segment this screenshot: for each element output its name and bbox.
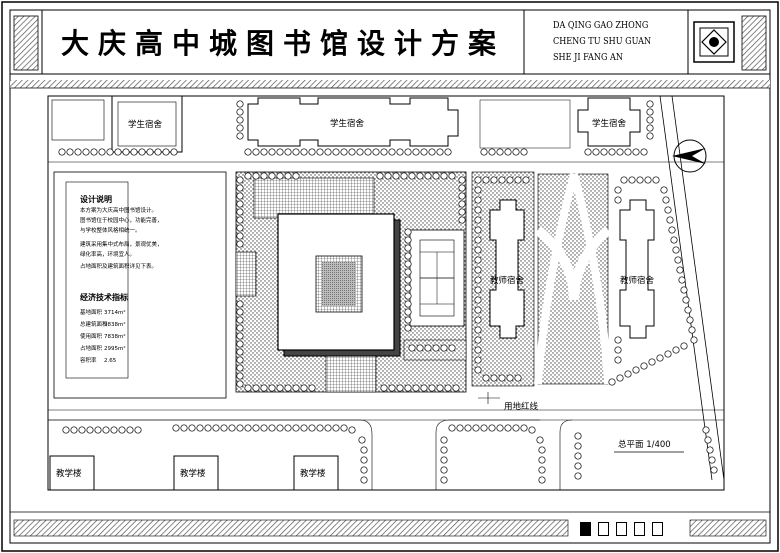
design-notes-line: 与学校整体风格相统一。	[80, 228, 141, 234]
econ-row-value: 2995m²	[104, 346, 126, 352]
label-dorm-mid: 学生宿舍	[330, 119, 365, 129]
design-notes-line: 占地面积及建筑面积详见下表。	[80, 264, 158, 270]
econ-row-value: 2.65	[104, 358, 117, 364]
pinyin-title: DA QING GAO ZHONG CHENG TU SHU GUAN SHE …	[553, 18, 670, 66]
label-scale: 总平面 1/400	[618, 440, 671, 450]
drawing-title: 大庆高中城图书馆设计方案	[60, 27, 505, 60]
econ-row-value: 3714m²	[104, 310, 126, 316]
label-teacher-dorm-left: 教师宿舍	[490, 276, 525, 286]
label-classroom-2: 教学楼	[180, 469, 206, 479]
econ-row-name: 容积率	[80, 358, 97, 364]
logo-icon	[693, 21, 735, 63]
label-dorm-left: 学生宿舍	[128, 120, 163, 130]
label-classroom-1: 教学楼	[56, 469, 82, 479]
design-notes-line: 建筑采用集中式布局，景观优美，	[80, 242, 163, 248]
design-notes-line: 图书馆位于校园中心，功能完善，	[80, 218, 163, 224]
label-dorm-right: 学生宿舍	[592, 119, 627, 129]
econ-title: 经济技术指标	[80, 293, 128, 302]
label-red-line: 用地红线	[504, 402, 539, 412]
pinyin-line-2: CHENG TU SHU GUAN	[553, 37, 652, 47]
design-notes-line: 绿化率高，环境宜人。	[80, 252, 136, 258]
tree-row-top	[58, 100, 654, 156]
page-box[interactable]	[616, 522, 627, 536]
econ-row-name: 基地面积	[80, 310, 103, 316]
econ-row-name: 使用面积	[80, 334, 103, 340]
pinyin-line-3: SHE JI FANG AN	[553, 53, 623, 63]
page-box-current[interactable]	[580, 522, 591, 536]
pinyin-line-1: DA QING GAO ZHONG	[553, 21, 649, 31]
drawing-title-cell: 大庆高中城图书馆设计方案	[42, 12, 524, 72]
page-box[interactable]	[652, 522, 663, 536]
econ-row-name: 总建筑面积	[80, 322, 108, 328]
econ-row-value: 7838m²	[104, 334, 126, 340]
econ-row-value: 9838m²	[104, 322, 126, 328]
econ-row-name: 占地面积	[80, 346, 103, 352]
label-classroom-3: 教学楼	[300, 469, 326, 479]
label-teacher-dorm-right: 教师宿舍	[620, 276, 655, 286]
page-box[interactable]	[634, 522, 645, 536]
design-notes-line: 本方案为大庆高中图书馆设计。	[80, 208, 158, 214]
north-arrow-icon	[672, 139, 707, 173]
design-notes-title: 设计说明	[80, 195, 112, 204]
page-box[interactable]	[598, 522, 609, 536]
